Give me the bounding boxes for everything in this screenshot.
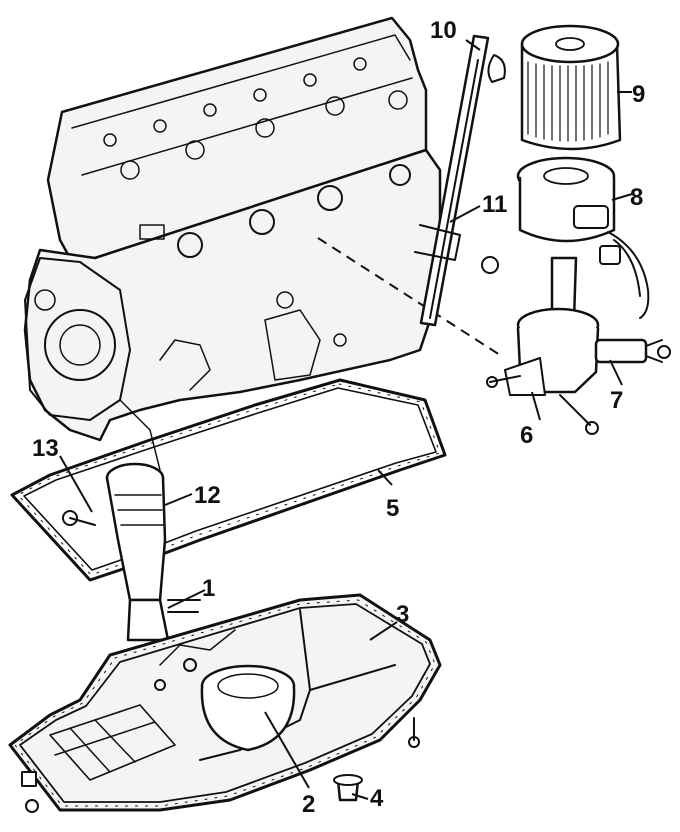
callout-9: 9	[632, 81, 645, 108]
mounting-dashed-line	[317, 237, 501, 356]
callout-10: 10	[430, 17, 457, 44]
callout-3: 3	[396, 601, 409, 628]
callout-4: 4	[370, 785, 384, 812]
fastener-parts	[21, 717, 420, 813]
oil-pan-gasket-upper	[10, 378, 447, 582]
oil-strainer-and-pickup-tube	[62, 462, 201, 642]
callout-5: 5	[386, 495, 399, 522]
callout-2: 2	[302, 791, 315, 818]
oil-pressure-switch	[594, 338, 671, 364]
callout-6: 6	[520, 422, 533, 449]
callout-7: 7	[610, 387, 623, 414]
dipstick-and-guide-tube	[414, 34, 506, 327]
oil-filter-head	[516, 156, 650, 319]
oil-pump-housing	[486, 307, 600, 435]
engine-block	[23, 16, 442, 471]
callout-11: 11	[482, 191, 507, 218]
callout-labels: 1 2 3 4 5 6 7 8 9 10 11 12 13	[32, 17, 645, 818]
callout-13: 13	[32, 435, 59, 462]
oil-pan-baffle	[200, 664, 296, 752]
callout-leader-lines	[59, 39, 633, 800]
callout-12: 12	[194, 482, 221, 509]
oil-filter	[520, 24, 622, 151]
callout-8: 8	[630, 184, 643, 211]
callout-1: 1	[202, 575, 215, 602]
